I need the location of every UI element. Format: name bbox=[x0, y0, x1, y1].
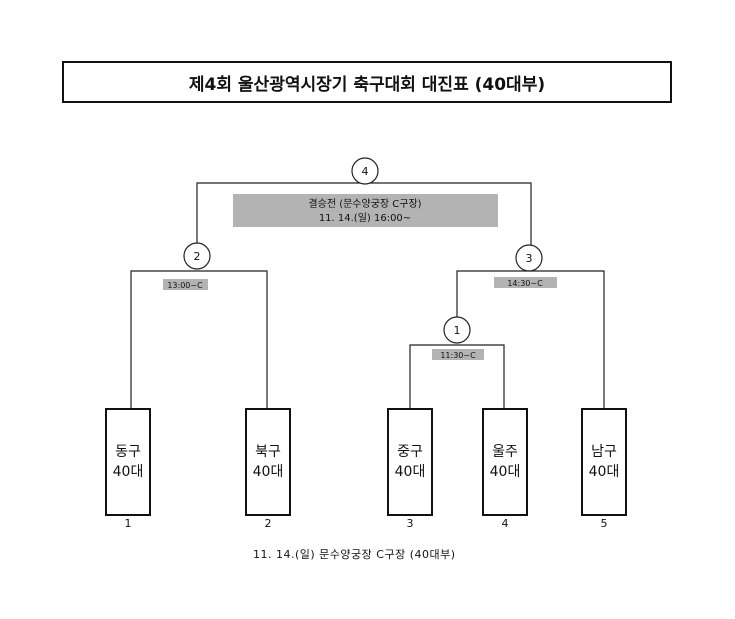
first-round-bracket-line bbox=[409, 344, 505, 408]
team-name: 북구 bbox=[255, 444, 281, 460]
team-division: 40대 bbox=[394, 464, 426, 480]
team-box-donggu: 동구 40대 bbox=[105, 408, 151, 516]
page-title: 제4회 울산광역시장기 축구대회 대진표 (40대부) bbox=[62, 61, 672, 103]
team-seed-3: 3 bbox=[406, 517, 414, 530]
final-label: 결승전 (문수양궁장 C구장) bbox=[308, 198, 421, 210]
semi-right-bracket-line bbox=[456, 270, 605, 408]
team-box-junggu: 중구 40대 bbox=[387, 408, 433, 516]
team-name: 울주 bbox=[492, 444, 518, 460]
first-round-time: 11:30~C bbox=[440, 351, 476, 360]
team-name: 남구 bbox=[591, 444, 617, 460]
team-box-ulju: 울주 40대 bbox=[482, 408, 528, 516]
team-division: 40대 bbox=[489, 464, 521, 480]
semi-left-match-circle bbox=[183, 242, 211, 270]
final-match-number: 4 bbox=[362, 165, 369, 178]
team-division: 40대 bbox=[112, 464, 144, 480]
semi-left-time: 13:00~C bbox=[167, 281, 203, 290]
semi-left-match-number: 2 bbox=[194, 250, 201, 263]
team-box-namgu: 남구 40대 bbox=[581, 408, 627, 516]
first-round-time-box bbox=[432, 349, 484, 360]
final-match-circle bbox=[351, 157, 379, 185]
semi-left-time-box bbox=[163, 279, 208, 290]
semi-right-time: 14:30~C bbox=[507, 279, 543, 288]
team-seed-1: 1 bbox=[124, 517, 132, 530]
team-box-bukgu: 북구 40대 bbox=[245, 408, 291, 516]
team-seed-4: 4 bbox=[501, 517, 509, 530]
team-division: 40대 bbox=[252, 464, 284, 480]
first-round-match-circle bbox=[443, 316, 471, 344]
title-text: 제4회 울산광역시장기 축구대회 대진표 (40대부) bbox=[188, 74, 546, 95]
first-round-match-number: 1 bbox=[454, 324, 461, 337]
final-datetime: 11. 14.(일) 16:00~ bbox=[319, 212, 411, 224]
team-division: 40대 bbox=[588, 464, 620, 480]
team-seed-2: 2 bbox=[264, 517, 272, 530]
semi-right-match-circle bbox=[515, 244, 543, 272]
semi-right-time-box bbox=[494, 277, 557, 288]
team-name: 중구 bbox=[397, 444, 423, 460]
team-seed-5: 5 bbox=[600, 517, 608, 530]
semi-right-match-number: 3 bbox=[526, 252, 533, 265]
final-label-box bbox=[233, 194, 498, 227]
team-name: 동구 bbox=[115, 444, 141, 460]
footer-note: 11. 14.(일) 문수양궁장 C구장 (40대부) bbox=[253, 548, 456, 561]
semi-left-bracket-line bbox=[130, 270, 268, 408]
